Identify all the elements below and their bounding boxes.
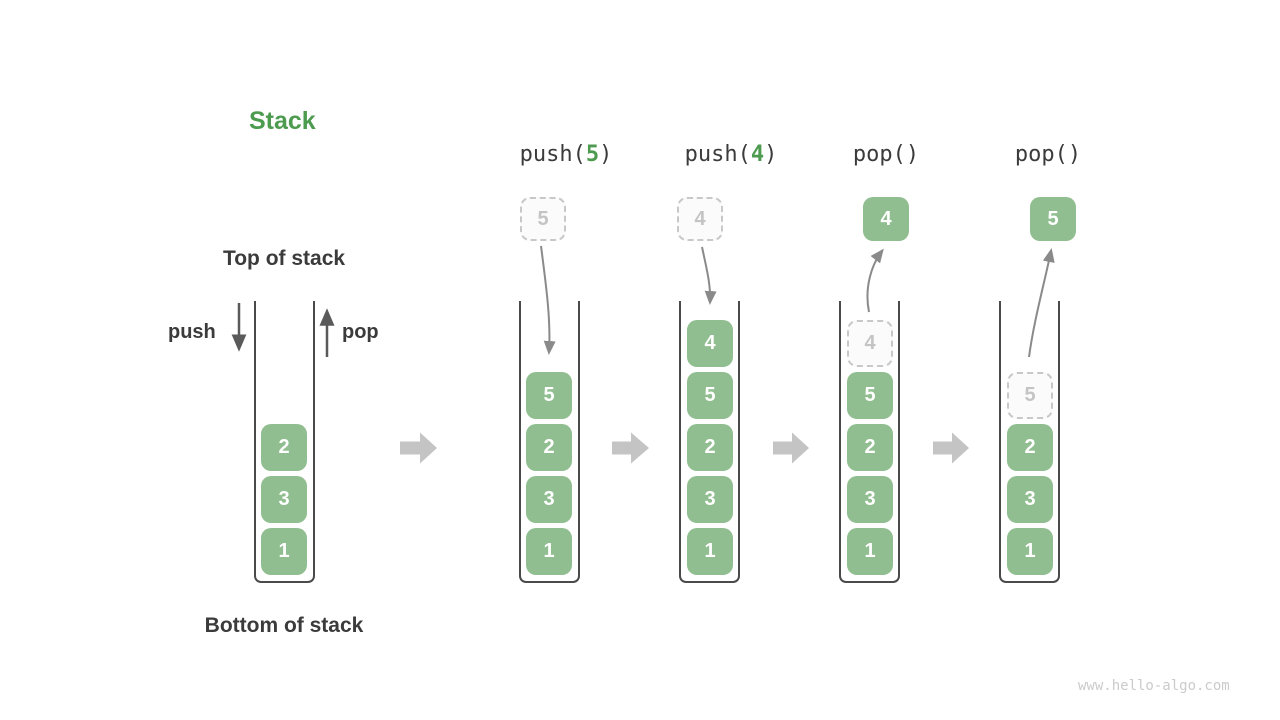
transition-arrow-icon xyxy=(400,432,437,464)
stack-item: 1 xyxy=(261,528,307,575)
op-prefix: push( xyxy=(519,142,586,167)
stack-item: 1 xyxy=(847,528,893,575)
op-prefix: pop( xyxy=(1014,142,1068,167)
stack-item: 2 xyxy=(526,424,572,471)
stack-container-4 xyxy=(839,301,900,583)
pop-label: pop xyxy=(342,321,379,343)
op-arg: 5 xyxy=(585,142,600,167)
stack-item: 3 xyxy=(261,476,307,523)
stack-item: 3 xyxy=(847,476,893,523)
operation-label-pop-2: pop() xyxy=(1015,142,1081,167)
stack-item: 5 xyxy=(687,372,733,419)
op-prefix: push( xyxy=(684,142,751,167)
stack-item: 2 xyxy=(847,424,893,471)
stack-item: 3 xyxy=(526,476,572,523)
popped-ghost-item: 4 xyxy=(847,320,893,367)
op-suffix: ) xyxy=(764,142,778,167)
push-motion-arrow-icon xyxy=(701,246,717,305)
popped-ghost-item: 5 xyxy=(1007,372,1053,419)
stack-item: 1 xyxy=(1007,528,1053,575)
transition-arrow-icon xyxy=(933,432,969,464)
bottom-of-stack-label: Bottom of stack xyxy=(204,614,364,637)
watermark: www.hello-algo.com xyxy=(1078,678,1230,694)
incoming-item: 4 xyxy=(677,197,723,241)
transition-arrow-icon xyxy=(612,432,649,464)
stack-item: 5 xyxy=(847,372,893,419)
stack-item: 3 xyxy=(1007,476,1053,523)
op-prefix: pop( xyxy=(852,142,906,167)
stack-item: 2 xyxy=(687,424,733,471)
incoming-item: 5 xyxy=(520,197,566,241)
stack-item: 5 xyxy=(526,372,572,419)
stack-item: 1 xyxy=(526,528,572,575)
push-label: push xyxy=(168,321,216,343)
top-of-stack-label: Top of stack xyxy=(222,247,346,270)
op-suffix: ) xyxy=(905,142,920,167)
popped-item: 5 xyxy=(1030,197,1076,241)
operation-label-pop-1: pop() xyxy=(853,142,919,167)
stack-container-1 xyxy=(254,301,315,583)
op-arg: 4 xyxy=(750,142,765,167)
stack-container-5 xyxy=(999,301,1060,583)
stack-item: 2 xyxy=(261,424,307,471)
stack-container-2 xyxy=(519,301,580,583)
op-suffix: ) xyxy=(1067,142,1082,167)
stack-item: 1 xyxy=(687,528,733,575)
transition-arrow-icon xyxy=(773,432,809,464)
diagram-title: Stack xyxy=(249,107,316,135)
stack-item: 2 xyxy=(1007,424,1053,471)
op-suffix: ) xyxy=(599,142,613,167)
stack-item: 4 xyxy=(687,320,733,367)
operation-label-push-4: push(4) xyxy=(685,142,778,167)
popped-item: 4 xyxy=(863,197,909,241)
stack-item: 3 xyxy=(687,476,733,523)
operation-label-push-5: push(5) xyxy=(520,142,613,167)
stack-container-3 xyxy=(679,301,740,583)
